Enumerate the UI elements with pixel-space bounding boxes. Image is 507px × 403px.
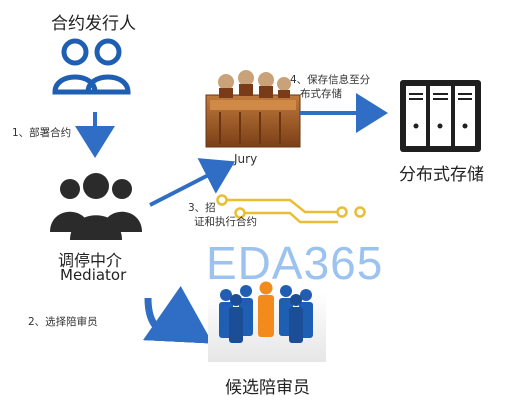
storage-server-icon [400, 80, 481, 152]
issuer-people-icon [52, 38, 131, 95]
candidate-jurors-icon [208, 281, 326, 362]
circuit-watermark-icon [216, 194, 366, 224]
step3-label-line1: 3、招 [188, 202, 216, 214]
issuer-label: 合约发行人 [51, 14, 136, 34]
step1-label: 1、部署合约 [12, 127, 72, 139]
watermark-text: EDA365 [206, 237, 384, 289]
mediator-people-icon [50, 173, 142, 240]
candidates-label: 候选陪审员 [225, 378, 310, 398]
arrow-select-jurors [142, 286, 213, 344]
jury-box-icon [205, 70, 301, 148]
step2-label: 2、选择陪审员 [28, 316, 98, 328]
mediator-label-cn: 调停中介 [58, 251, 123, 270]
step4-label-line2: 布式存储 [300, 88, 342, 100]
step3-label-line2: 证和执行合约 [194, 216, 257, 228]
arrow-mediator-to-jury [149, 158, 236, 207]
jury-label: Jury [234, 152, 258, 166]
step4-label-line1: 4、保存信息至分 [290, 74, 371, 86]
storage-label: 分布式存储 [399, 165, 484, 185]
mediator-label-en: Mediator [60, 266, 127, 284]
